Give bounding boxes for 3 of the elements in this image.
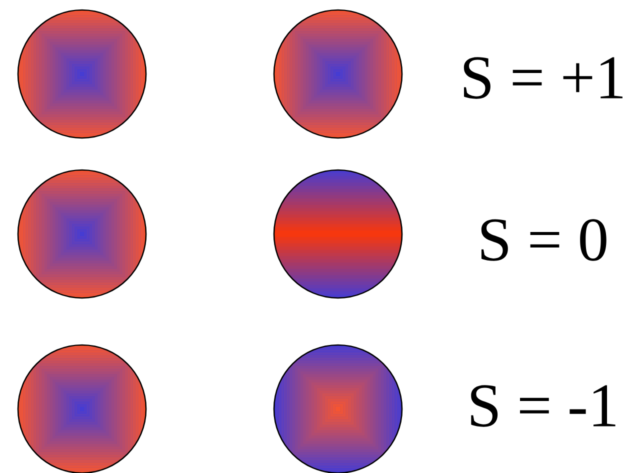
spin-label: S = -1 [471, 385, 616, 427]
spin-label: S = +1 [464, 57, 622, 99]
spin-label: S = 0 [481, 219, 606, 261]
